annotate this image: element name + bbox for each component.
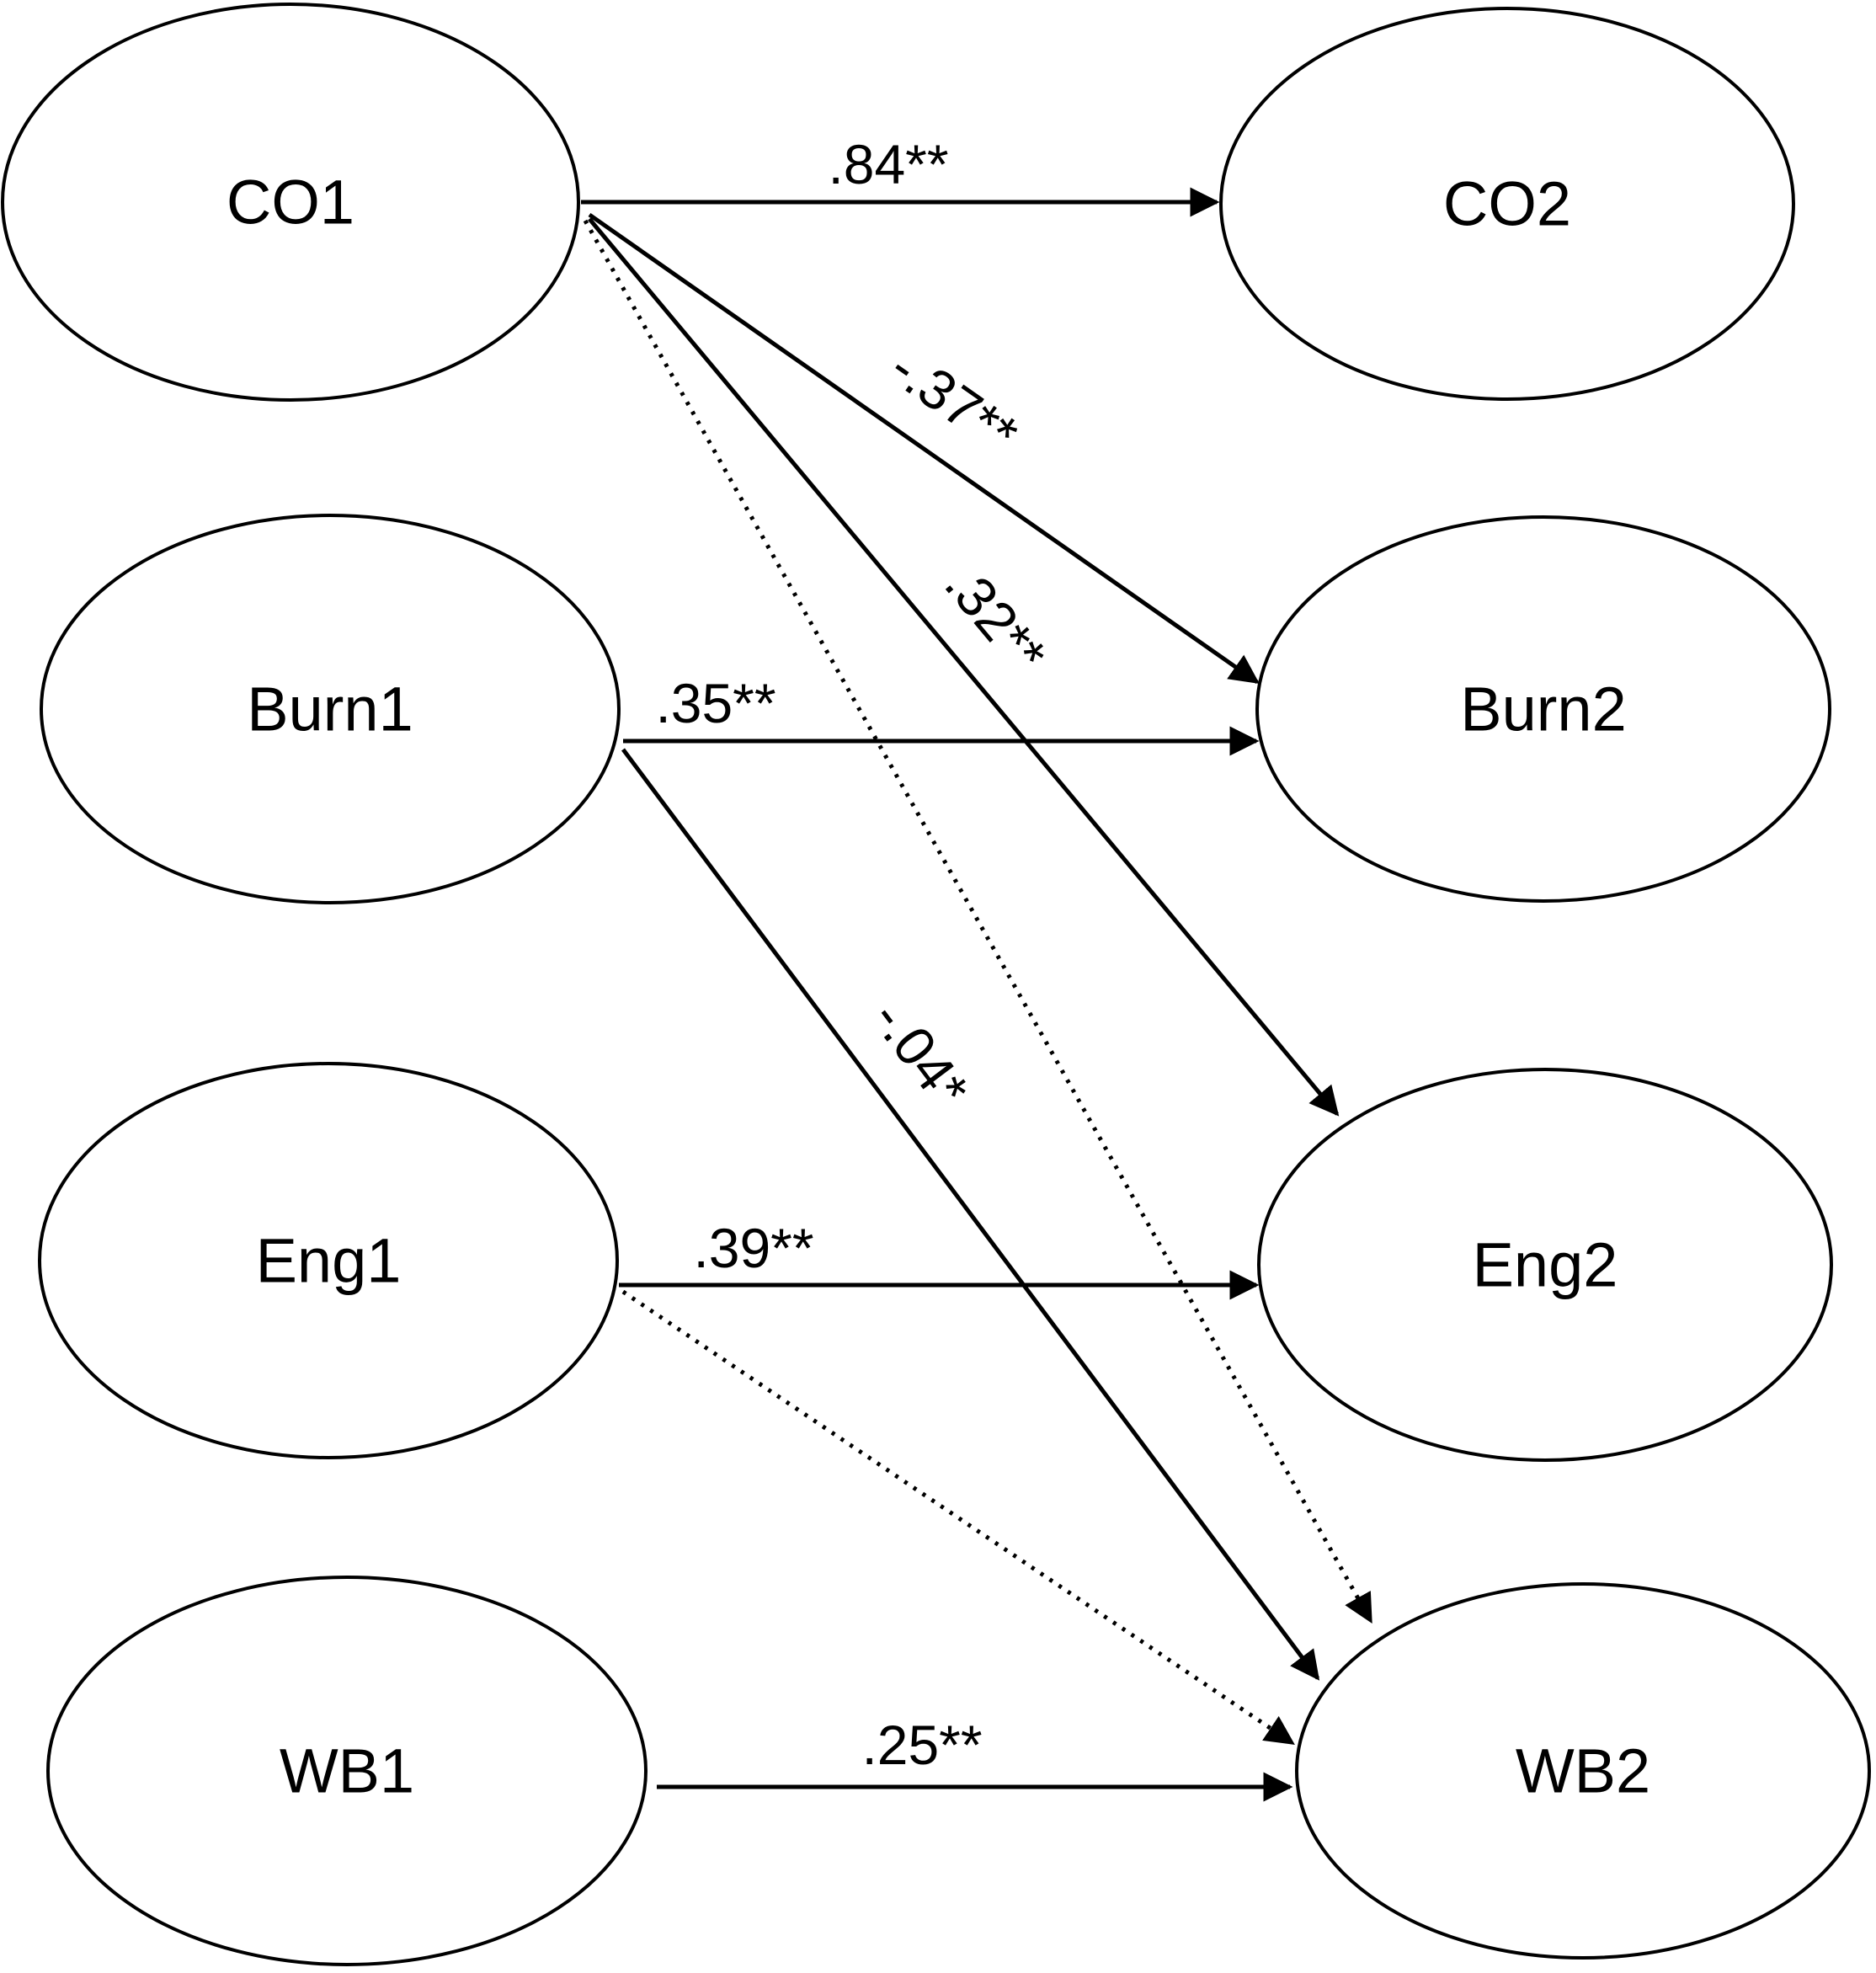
node-wb1-label: WB1 [280, 1736, 414, 1806]
node-eng1: Eng1 [38, 1062, 619, 1459]
node-eng2-label: Eng2 [1473, 1230, 1618, 1300]
path-co1-wb2 [583, 219, 1373, 1624]
node-eng1-label: Eng1 [256, 1226, 402, 1296]
coef-burn1-burn2: .35** [655, 672, 775, 734]
node-eng2: Eng2 [1257, 1068, 1833, 1462]
path-co1-eng2 [588, 217, 1340, 1117]
path-co1-burn2 [588, 212, 1260, 685]
node-burn1: Burn1 [40, 514, 621, 904]
node-wb2: WB2 [1295, 1582, 1871, 1960]
coef-co1-co2: .84** [828, 133, 948, 195]
node-co1: CO1 [1, 3, 580, 402]
coef-co1-eng2: .32** [933, 553, 1058, 685]
node-co1-label: CO1 [227, 168, 354, 237]
path-eng1-wb2 [621, 1289, 1295, 1746]
node-wb2-label: WB2 [1516, 1736, 1650, 1806]
node-burn2-label: Burn2 [1460, 675, 1626, 744]
coef-eng1-eng2: .39** [693, 1217, 813, 1279]
node-burn2: Burn2 [1255, 515, 1831, 903]
node-co2: CO2 [1219, 7, 1795, 401]
coef-burn1-wb2: -.04* [861, 988, 981, 1119]
node-burn1-label: Burn1 [247, 675, 413, 744]
coef-wb1-wb2: .25** [861, 1714, 982, 1776]
node-wb1: WB1 [46, 1576, 648, 1966]
node-co2-label: CO2 [1443, 169, 1571, 239]
path-burn1-wb2 [621, 748, 1320, 1681]
coef-co1-burn2: -.37** [879, 335, 1029, 466]
